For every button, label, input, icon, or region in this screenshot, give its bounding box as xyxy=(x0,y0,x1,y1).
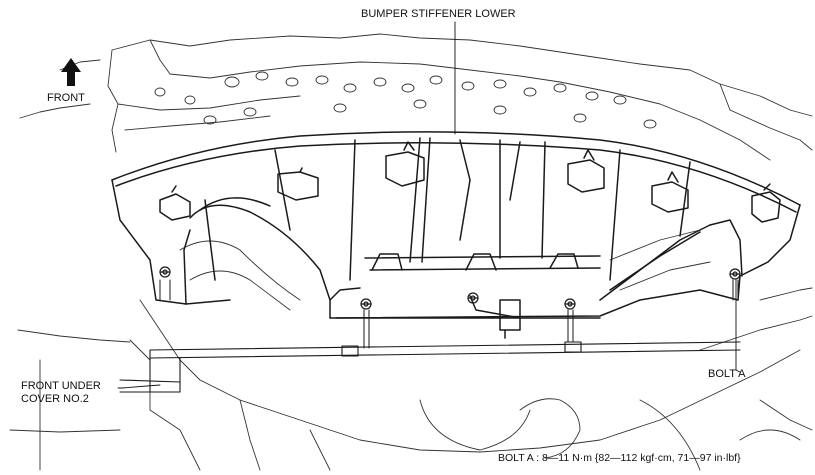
leader-lines xyxy=(117,21,741,389)
vehicle-body-background xyxy=(9,33,813,471)
front-under-cover-label-line1: FRONT UNDER xyxy=(21,380,101,392)
front-under-cover-label-line2: COVER NO.2 xyxy=(21,393,89,405)
bolt-a-torque-spec: BOLT A : 8—11 N·m {82—112 kgf·cm, 71—97 … xyxy=(498,452,741,464)
front-under-cover xyxy=(119,341,741,393)
panel-holes xyxy=(154,71,657,129)
bolt-a-label: BOLT A xyxy=(708,368,746,380)
bolt-center-right xyxy=(564,298,576,310)
bolt-left-end xyxy=(159,266,171,278)
bolt-markers xyxy=(159,266,741,310)
bolt-shafts xyxy=(159,279,739,349)
bolt-center xyxy=(467,292,479,304)
bolt-center-left xyxy=(360,298,372,310)
bumper-stiffener-lower-part xyxy=(111,131,801,339)
front-arrow-icon xyxy=(61,58,81,86)
bumper-stiffener-lower-label: BUMPER STIFFENER LOWER xyxy=(361,8,516,20)
front-direction-label: FRONT xyxy=(47,92,85,104)
bolt-right-end xyxy=(729,268,741,280)
